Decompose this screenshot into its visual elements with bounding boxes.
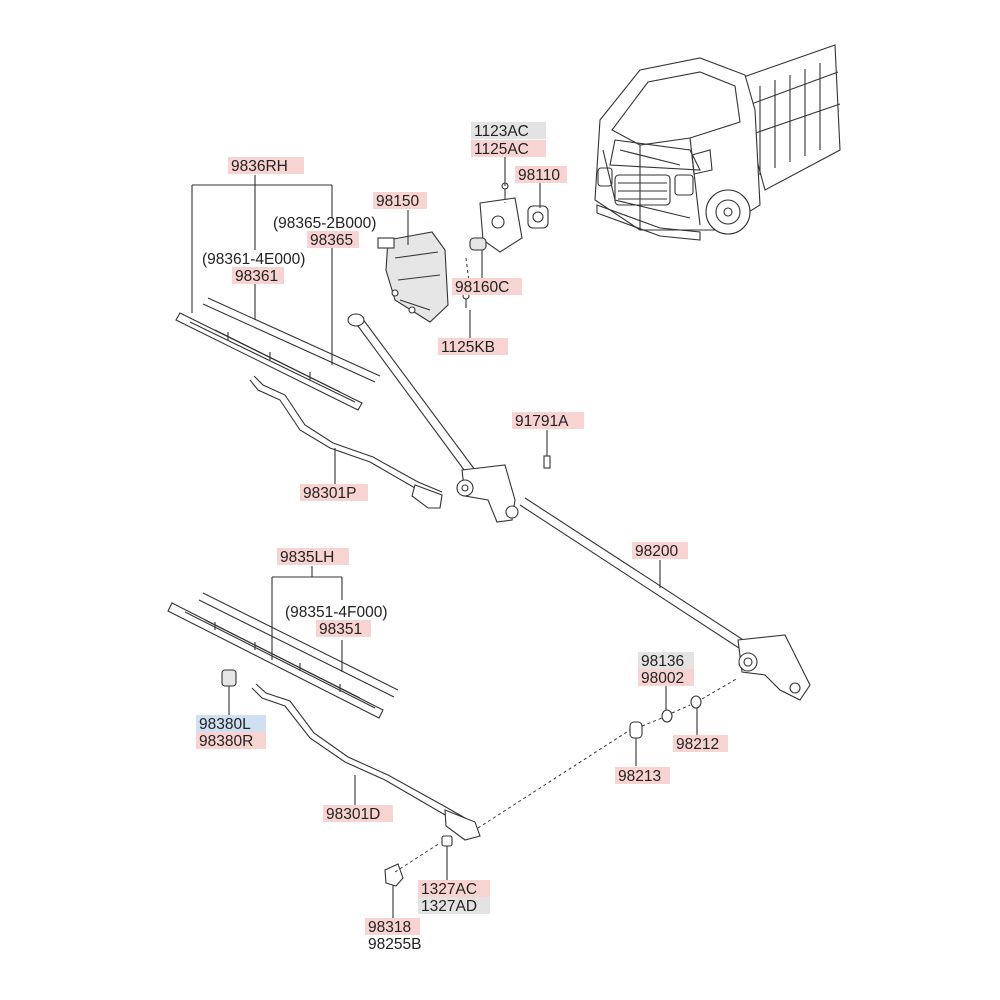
wiper-linkage <box>347 313 811 701</box>
label-98301p: 98301P <box>303 485 356 502</box>
label-98318: 98318 <box>368 919 411 936</box>
rh-wiper-arm <box>249 375 443 509</box>
motor-bracket-assembly <box>377 182 549 323</box>
label-98002: 98002 <box>641 670 684 687</box>
label-1123ac: 1123AC <box>474 123 529 140</box>
label-98351: 98351 <box>319 621 362 638</box>
label-98365: 98365 <box>310 232 353 249</box>
label-1125kb: 1125KB <box>441 339 495 356</box>
label-98255b: 98255B <box>368 936 421 953</box>
label-98365-2b000: (98365-2B000) <box>273 215 376 232</box>
label-9836rh: 9836RH <box>231 158 288 175</box>
lh-wiper-blade <box>167 592 399 719</box>
label-1327ac: 1327AC <box>421 881 477 898</box>
label-98150: 98150 <box>376 193 419 210</box>
label-98200: 98200 <box>635 543 678 560</box>
label-98361: 98361 <box>235 268 278 285</box>
label-98213: 98213 <box>618 768 661 785</box>
label-98380l: 98380L <box>199 716 251 733</box>
label-91791a: 91791A <box>515 413 569 430</box>
part-labels: 1123AC 1125AC 98110 98150 98160C 1125KB … <box>199 123 719 953</box>
label-98136: 98136 <box>641 653 684 670</box>
bushing-98213 <box>629 721 643 739</box>
wiper-joint-cap <box>221 669 237 687</box>
lh-wiper-arm <box>251 683 481 841</box>
nut-1327ac <box>441 835 453 847</box>
label-98110: 98110 <box>518 167 560 184</box>
truck-illustration <box>594 44 841 241</box>
small-hardware <box>221 196 739 887</box>
label-98301d: 98301D <box>326 806 380 823</box>
leader-lines <box>191 156 698 918</box>
label-1327ad: 1327AD <box>421 898 477 915</box>
label-98351-4f000: (98351-4F000) <box>285 604 388 621</box>
label-9835lh: 9835LH <box>280 549 334 566</box>
washer-98002 <box>661 709 673 723</box>
label-98212: 98212 <box>676 736 719 753</box>
label-98160c: 98160C <box>455 279 509 296</box>
label-highlights <box>196 122 728 952</box>
label-1125ac: 1125AC <box>474 141 529 158</box>
label-98380r: 98380R <box>199 733 253 750</box>
cap-98318 <box>384 863 404 887</box>
label-98361-4e000: (98361-4E000) <box>202 251 305 268</box>
rh-wiper-blade <box>175 297 381 411</box>
washer-98212 <box>690 695 702 709</box>
